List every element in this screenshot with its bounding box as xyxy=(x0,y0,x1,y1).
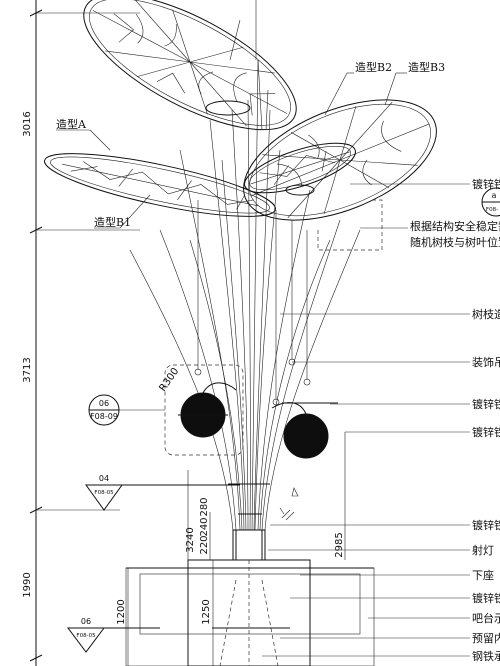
dim-radius: R300 xyxy=(157,366,181,394)
dim-2985: 2985 xyxy=(334,532,345,557)
detail-tag-06-f08-09: 06 F08-09 xyxy=(88,394,165,426)
svg-text:06: 06 xyxy=(99,399,109,408)
dim-trunk: 3240 xyxy=(185,527,196,552)
dim-1250: 1250 xyxy=(201,599,212,624)
detail-tag-06-f08-05: 06 F08-05 xyxy=(67,617,160,653)
dim-middle: 3713 xyxy=(22,357,33,382)
label-shape-a: 造型A xyxy=(56,117,87,131)
svg-text:F08-09: F08-09 xyxy=(90,412,118,421)
leaf-a-hub xyxy=(205,100,251,116)
detail-tag-04-f08-05: 04 F08-05 xyxy=(85,474,240,511)
callout-14: 钢铁承载 xyxy=(472,650,500,663)
callout-11: 镀锌铁艺 xyxy=(472,591,500,605)
left-orb-lamp xyxy=(178,382,237,438)
dim-1200: 1200 xyxy=(116,599,127,624)
trunk-hanging-wires xyxy=(197,0,308,400)
label-shape-b2: 造型B2 xyxy=(355,60,392,74)
right-orb-lamp xyxy=(271,402,338,459)
callout-6: 镀锌铁艺 xyxy=(472,397,500,411)
callout-2: 根据结构安全稳定需要, xyxy=(410,219,500,233)
svg-text:F08-05: F08-05 xyxy=(76,633,96,639)
label-shape-b1: 造型B1 xyxy=(94,215,131,229)
detail-tag-a-f08: a F08- xyxy=(481,187,500,217)
label-shape-b3: 造型B3 xyxy=(408,60,445,74)
callout-9: 射灯 xyxy=(472,543,494,557)
dim-top: 3016 xyxy=(22,111,33,136)
spotlight-marks xyxy=(279,487,299,521)
leaf-shape-a xyxy=(83,0,297,131)
right-callouts: 镀锌铁艺 根据结构安全稳定需要, 随机树枝与树叶位置增加 树枝造型 装饰吊灯 镀… xyxy=(262,177,500,663)
leaf-shape-b2 xyxy=(244,142,356,194)
pendant-lamps xyxy=(194,358,311,406)
structural-detail-bubble xyxy=(317,199,383,251)
left-dimension-chain: 3016 3713 1990 xyxy=(22,0,140,666)
dim-bottom: 1990 xyxy=(22,572,33,597)
callout-13: 预留内置 xyxy=(472,631,500,645)
tree-trunk-rods xyxy=(129,59,361,531)
svg-text:F08-: F08- xyxy=(486,207,498,213)
callout-10: 下座 xyxy=(472,568,494,582)
callout-3: 随机树枝与树叶位置增加 xyxy=(410,235,500,249)
callout-7: 镀锌铁艺 xyxy=(472,425,500,439)
svg-text:04: 04 xyxy=(99,474,109,483)
svg-text:a: a xyxy=(492,191,497,200)
callout-1: 镀锌铁艺 xyxy=(472,177,500,191)
callout-12: 吧台示意 xyxy=(472,611,500,625)
leaf-shape-b3 xyxy=(243,99,437,221)
svg-text:06: 06 xyxy=(81,617,91,626)
shape-labels: 造型A 造型B1 造型B2 造型B3 xyxy=(56,60,445,229)
svg-text:F08-05: F08-05 xyxy=(94,490,114,496)
planter-base xyxy=(125,483,375,666)
dim-280: 280 xyxy=(199,497,210,516)
callout-4: 树枝造型 xyxy=(472,307,500,321)
dim-220: 220 xyxy=(199,535,210,554)
leaf-b-hub xyxy=(285,184,315,196)
callout-8: 镀锌铁艺 xyxy=(472,518,500,532)
detail-boundary-06 xyxy=(164,364,244,456)
dim-240: 240 xyxy=(199,517,210,536)
callout-5: 装饰吊灯 xyxy=(472,355,500,369)
